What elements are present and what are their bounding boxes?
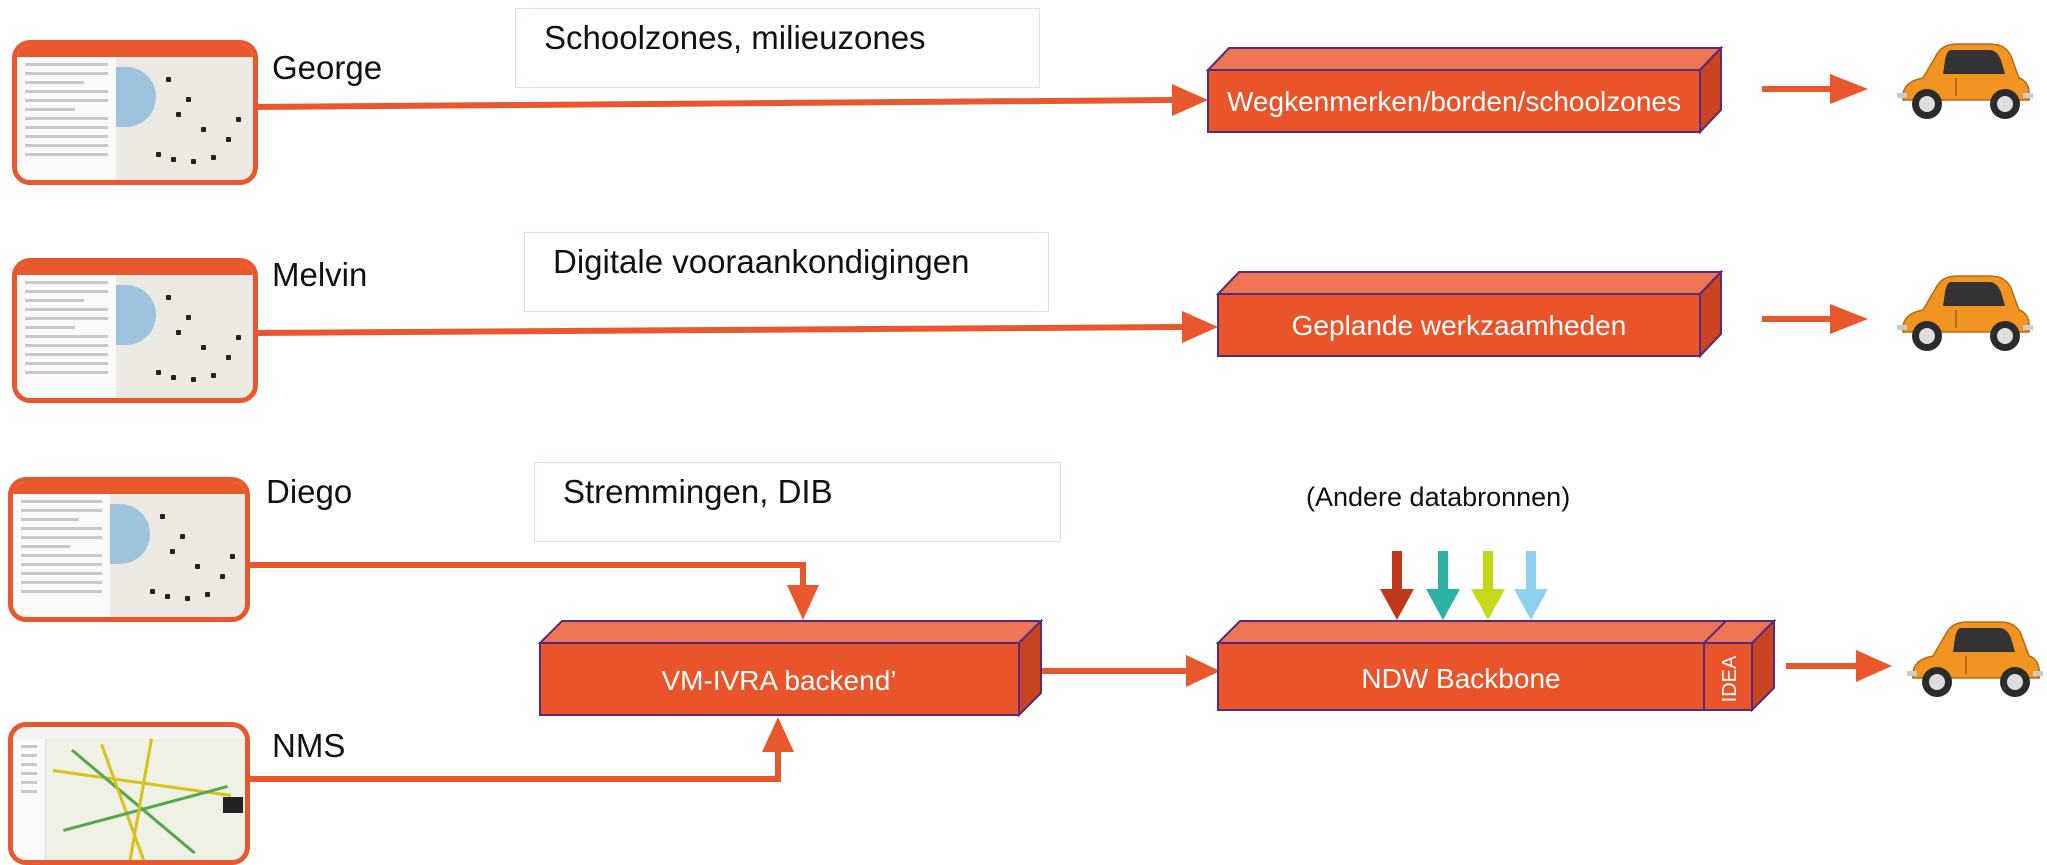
target-label-geplande: Geplande werkzaamheden xyxy=(1292,310,1627,341)
george-arrowhead xyxy=(1172,84,1208,116)
melvin-car-arrowhead xyxy=(1830,304,1868,334)
target-box-geplande-werkzaamheden: Geplande werkzaamheden xyxy=(1215,269,1724,359)
thumbnail-george xyxy=(12,40,258,185)
car-icon xyxy=(1897,43,2033,119)
row-name-nms: NMS xyxy=(272,727,346,764)
backbone-car-arrowhead xyxy=(1856,650,1892,682)
backend-to-backbone-arrowhead xyxy=(1186,655,1220,687)
backbone-box: NDW Backbone xyxy=(1215,620,1729,711)
backbone-label: NDW Backbone xyxy=(1361,663,1560,694)
backend-label: VM-IVRA backend’ xyxy=(662,665,897,696)
note-melvin: Digitale vooraankondigingen xyxy=(524,232,1049,312)
row-name-melvin: Melvin xyxy=(272,256,368,293)
nms-connector xyxy=(248,752,781,782)
other-sources-arrow-1 xyxy=(1380,551,1414,620)
thumbnail-diego xyxy=(8,477,250,622)
row-name-george: George xyxy=(272,49,383,86)
idea-label: IDEA xyxy=(1719,655,1741,702)
melvin-connector xyxy=(254,324,1183,336)
target-label-wegkenmerken: Wegkenmerken/borden/schoolzones xyxy=(1227,86,1681,117)
backend-box: VM-IVRA backend’ xyxy=(537,618,1044,718)
diego-arrowhead xyxy=(787,585,819,620)
other-sources-caption: (Andere databronnen) xyxy=(1306,482,1571,512)
other-sources-arrow-3 xyxy=(1471,551,1505,620)
note-george: Schoolzones, milieuzones xyxy=(515,8,1040,88)
thumbnail-melvin xyxy=(12,258,258,403)
idea-module: IDEA xyxy=(1701,618,1777,713)
other-sources-arrow-2 xyxy=(1426,551,1460,620)
george-connector xyxy=(254,97,1173,110)
thumbnail-nms xyxy=(8,722,250,865)
target-box-wegkenmerken: Wegkenmerken/borden/schoolzones xyxy=(1205,45,1724,135)
melvin-arrowhead xyxy=(1182,311,1218,343)
diego-connector xyxy=(250,562,806,585)
car-icon xyxy=(1907,621,2043,697)
note-diego: Stremmingen, DIB xyxy=(534,462,1061,542)
nms-arrowhead xyxy=(762,717,794,752)
row-name-diego: Diego xyxy=(266,473,353,510)
other-sources-arrow-4 xyxy=(1514,551,1548,620)
george-car-arrowhead xyxy=(1830,74,1868,104)
car-icon xyxy=(1897,275,2033,351)
